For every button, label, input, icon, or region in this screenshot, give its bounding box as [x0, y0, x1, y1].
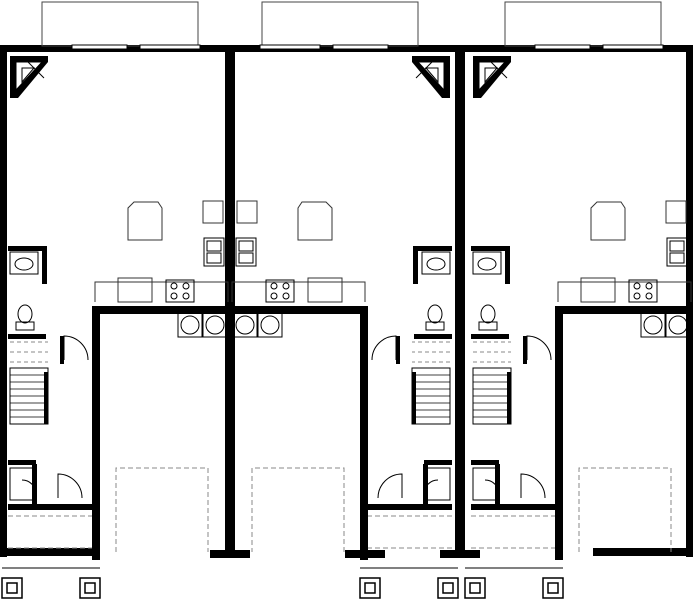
unit-1 — [1, 1, 229, 599]
unit-2 — [231, 1, 459, 599]
unit-3 — [464, 1, 692, 599]
